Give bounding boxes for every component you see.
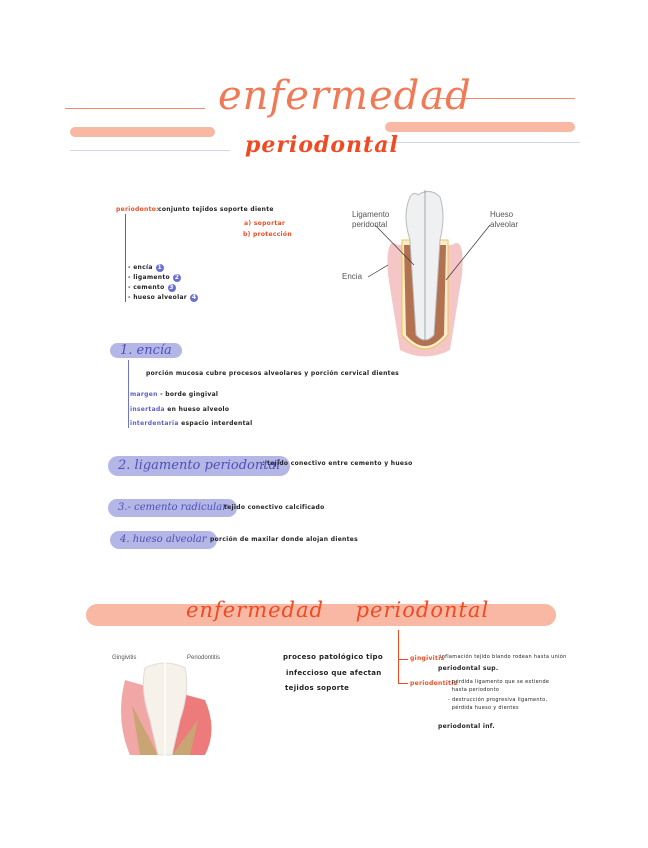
page-subtitle: periodontal (245, 132, 399, 158)
tree-line (398, 630, 399, 684)
tree-line (128, 360, 129, 428)
tooth-anatomy-illustration (367, 190, 491, 357)
header-rule (385, 142, 580, 143)
label-periodontitis: Periodontitis (187, 655, 221, 661)
periodonto-definition: conjunto tejidos soporte diente (158, 206, 274, 213)
label-gum: Encia (342, 272, 363, 281)
page-title: enfermedad (218, 73, 472, 119)
branch-periodontitis: periodontitis (410, 680, 458, 687)
footer-note: periodontal inf. (438, 723, 495, 730)
periodonto-label: periodonto: (116, 206, 159, 213)
section-heading-encia: 1. encía (110, 343, 182, 358)
tree-branch (398, 659, 408, 660)
description-line: proceso patológico tipo (283, 653, 383, 661)
section-heading-hueso: 4. hueso alveolar (110, 531, 217, 549)
header-highlight (385, 122, 575, 132)
section-heading-cemento: 3.- cemento radicular (108, 499, 237, 517)
section-banner-title: enfermedad periodontal (186, 598, 490, 622)
tree-line (125, 214, 126, 302)
label-bone: Hueso alveolar (490, 210, 519, 229)
branch-gingivitis: gingivitis (410, 655, 445, 662)
gingivitis-periodontitis-illustration (121, 660, 212, 760)
header-rule-left (65, 108, 205, 109)
description-line: infeccioso que afectan (286, 669, 382, 677)
section-banner (86, 604, 556, 626)
section-text: : tejido conectivo entre cemento y hueso (262, 460, 413, 467)
tree-branch (398, 683, 408, 684)
section-text: porción mucosa cubre procesos alveolares… (146, 370, 400, 377)
label-gingivitis: Gingivitis (112, 655, 137, 661)
branch-text: - pérdida ligamento que se extiende (448, 679, 550, 685)
branch-text: - destrucción progresiva ligamento, (448, 697, 548, 703)
sub-item: margen - borde gingival (130, 391, 219, 398)
section-text: porción de maxilar donde alojan dientes (210, 536, 359, 543)
description-line: tejidos soporte (285, 684, 350, 692)
function-item: b) protección (243, 231, 292, 238)
header-rule (70, 150, 230, 151)
header-rule-right (430, 98, 575, 99)
branch-text: periodontal sup. (438, 665, 499, 672)
header-highlight (70, 127, 215, 137)
branch-text: pérdida hueso y dientes (448, 705, 519, 711)
function-item: a) soportar (244, 220, 286, 227)
branch-text: inflamación tejido blando rodean hasta u… (440, 654, 567, 660)
label-ligament: Ligamento peridontal (352, 210, 390, 229)
sub-item: interdentaria espacio interdental (130, 420, 253, 427)
branch-text: hasta periodonto (448, 687, 500, 693)
section-heading-ligamento: 2. ligamento periodontal (108, 456, 291, 476)
section-text: tejido conectivo calcificado (224, 504, 325, 511)
sub-item: insertada en hueso alveolo (130, 406, 230, 413)
